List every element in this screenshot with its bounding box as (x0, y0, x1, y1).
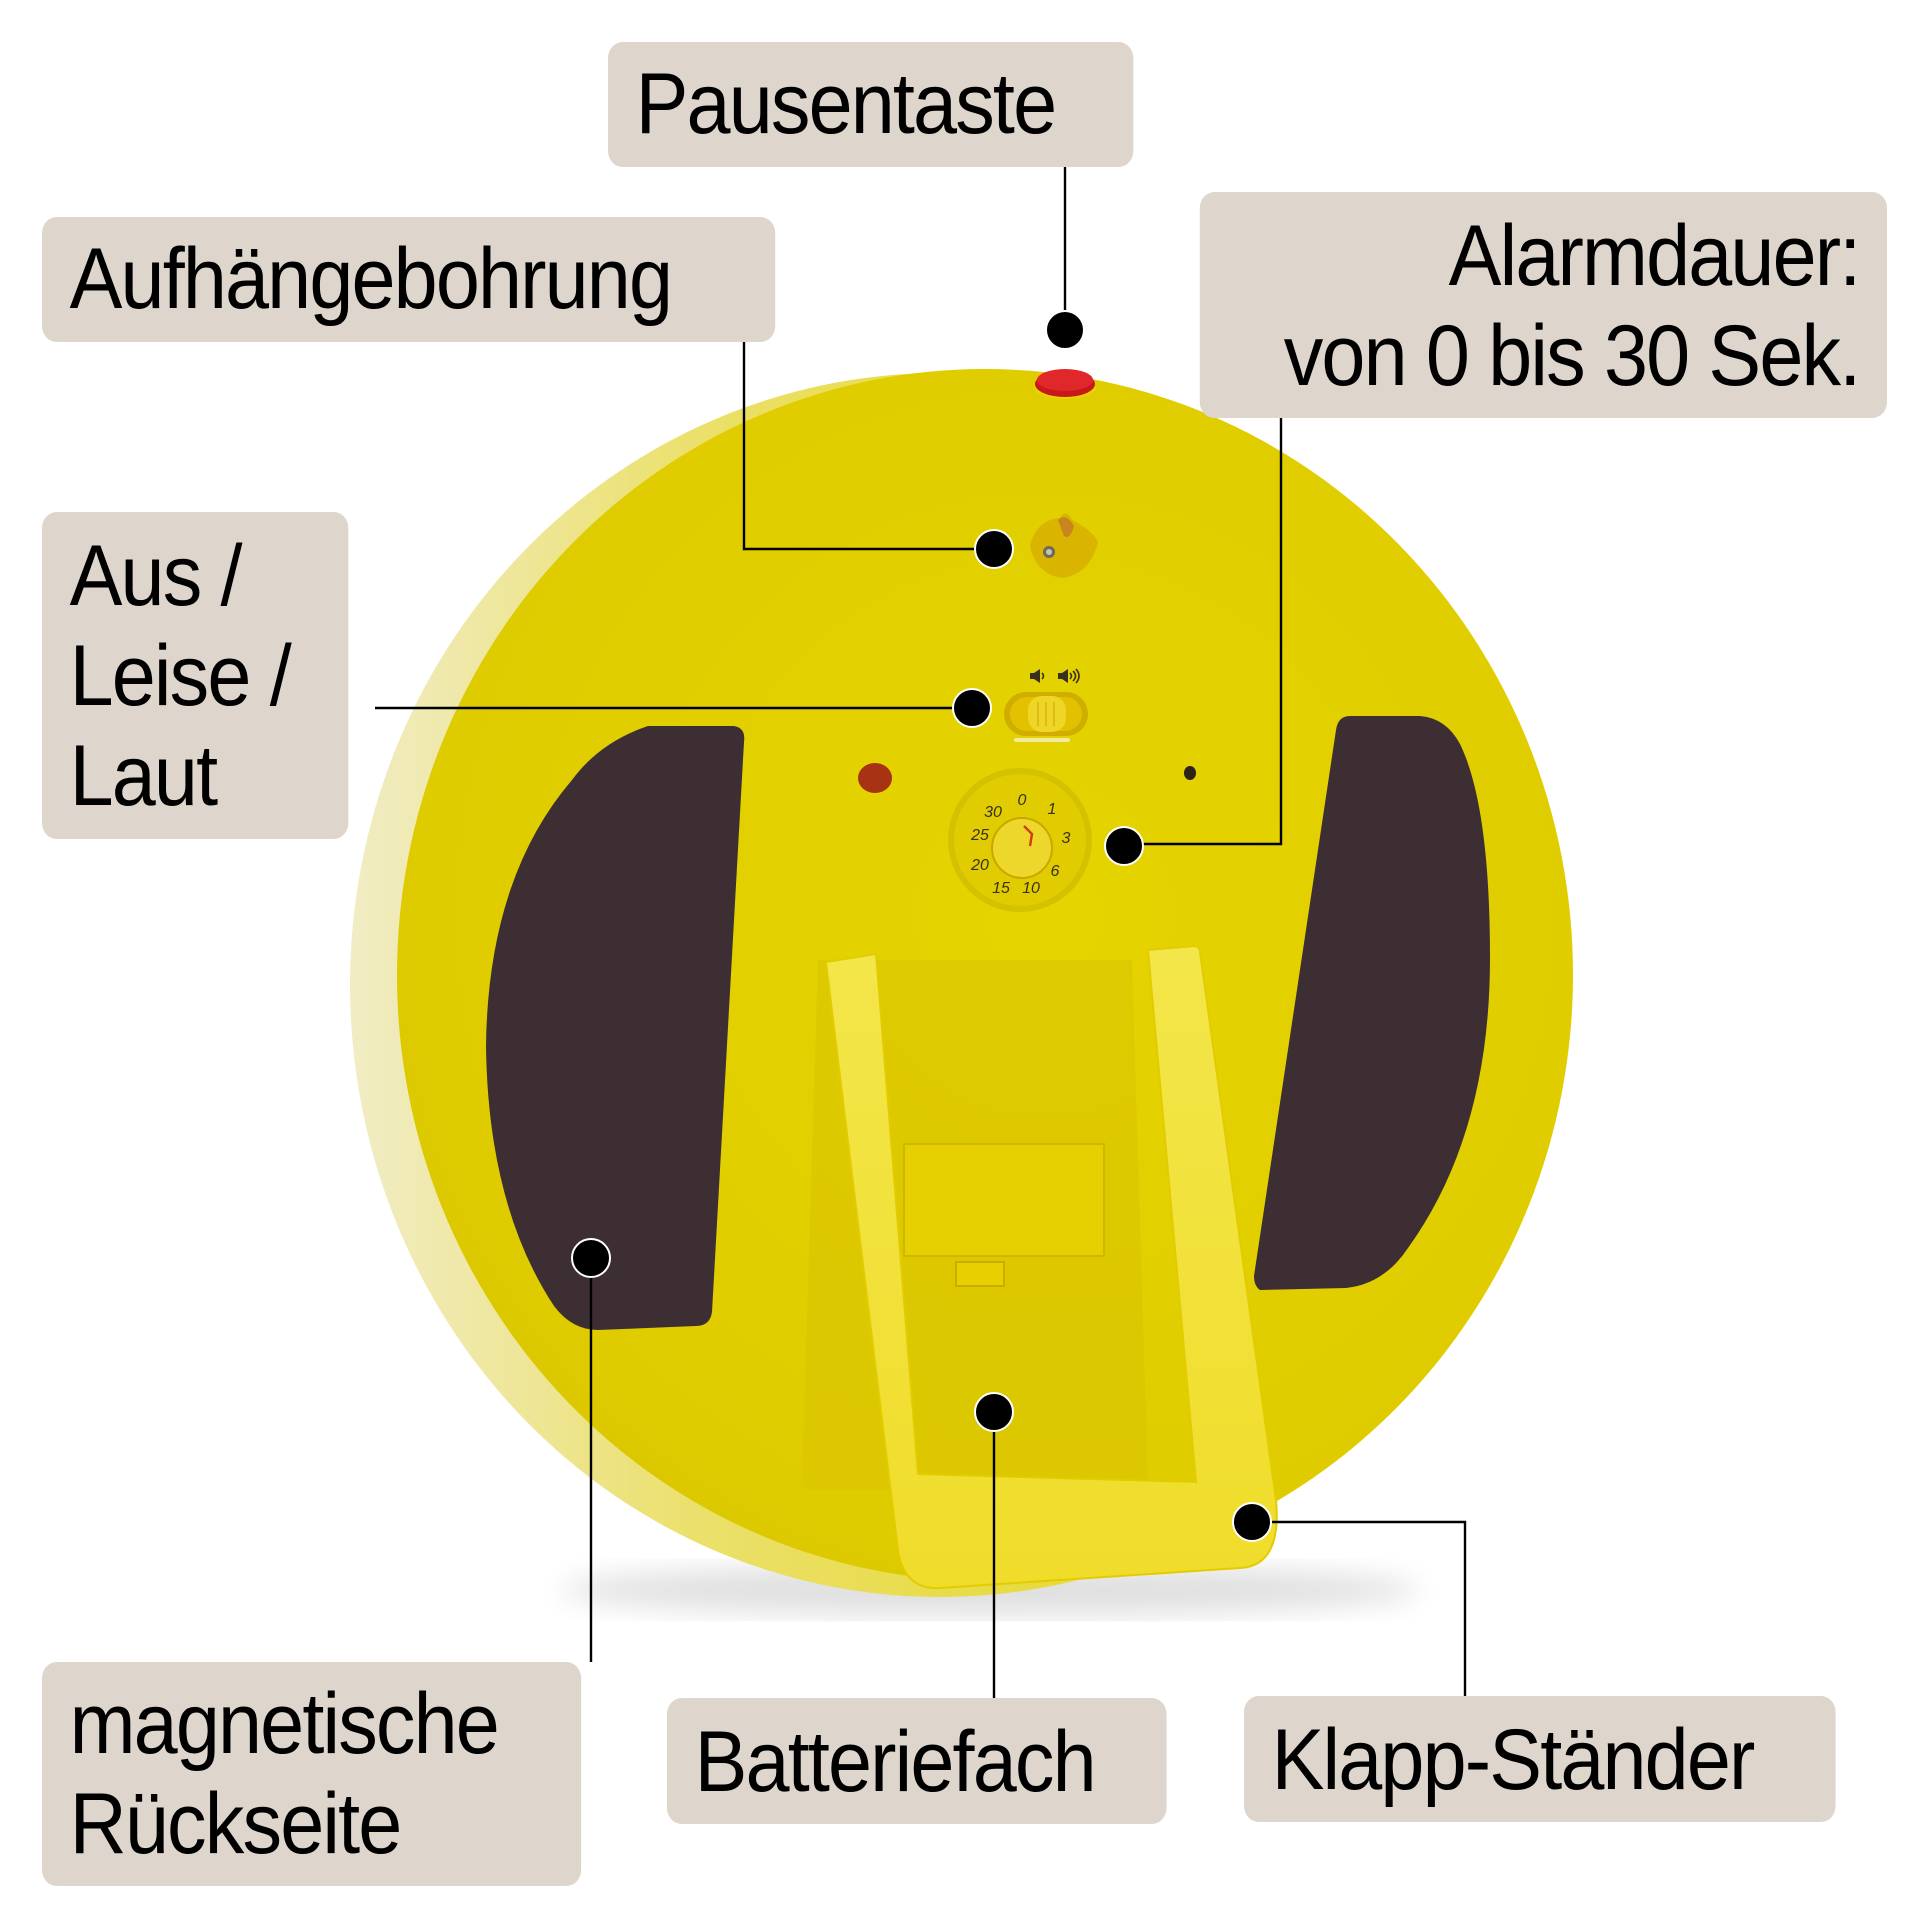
dial-tick-25: 25 (970, 827, 989, 844)
label-batteriefach: Batteriefach (667, 1698, 1167, 1824)
magnet-panel-right (1254, 716, 1490, 1290)
label-text: Aufhängebohrung (69, 231, 673, 327)
volume-switch (1004, 668, 1088, 742)
label-aus-leise-laut: Aus / Leise / Laut (42, 512, 349, 839)
dot-magnet (571, 1238, 611, 1278)
dot-battery (974, 1392, 1014, 1432)
label-text-line-1: magnetische (69, 1676, 500, 1772)
label-text: Pausentaste (635, 56, 1057, 152)
label-text-line-2: Leise / (69, 628, 292, 724)
label-text: Batteriefach (694, 1714, 1097, 1810)
hanging-hole (1030, 513, 1098, 578)
alarm-duration-dial: 0 1 3 6 10 15 20 25 30 (948, 768, 1092, 912)
leader-stand (1252, 1520, 1467, 1696)
label-text: Klapp-Ständer (1271, 1712, 1756, 1808)
label-text-line-2: Rückseite (69, 1776, 403, 1872)
dial-tick-15: 15 (992, 880, 1010, 897)
dot-pause (1045, 310, 1085, 350)
dot-volume (952, 688, 992, 728)
label-alarmdauer: Alarmdauer: von 0 bis 30 Sek. (1199, 192, 1887, 418)
dial-tick-30: 30 (984, 804, 1002, 821)
label-text-line-2: von 0 bis 30 Sek. (1283, 308, 1862, 404)
dot-duration (1104, 826, 1144, 866)
callout-dots (571, 310, 1272, 1542)
dial-tick-10: 10 (1022, 880, 1040, 897)
speaker-low-icon (1030, 669, 1045, 683)
label-klapp-staender: Klapp-Ständer (1244, 1696, 1836, 1822)
folding-stand (824, 944, 1278, 1590)
label-text-line-3: Laut (69, 728, 218, 824)
battery-compartment (903, 1143, 1105, 1287)
label-aufhaengebohrung: Aufhängebohrung (42, 217, 776, 342)
dot-stand (1232, 1502, 1272, 1542)
small-hole (1184, 766, 1196, 780)
leader-lines (375, 167, 1467, 1698)
label-magnetische-rueckseite: magnetische Rückseite (42, 1662, 582, 1886)
dot-hang (974, 529, 1014, 569)
dial-tick-0: 0 (1018, 792, 1027, 809)
leader-hang (742, 342, 994, 551)
label-text-line-1: Aus / (69, 528, 243, 624)
leader-duration (1124, 418, 1283, 846)
dial-tick-3: 3 (1062, 830, 1071, 847)
magnet-panel-left (486, 726, 745, 1330)
speaker-high-icon (1058, 668, 1080, 684)
dial-tick-6: 6 (1051, 863, 1060, 880)
label-text-line-1: Alarmdauer: (1448, 208, 1862, 304)
dial-tick-1: 1 (1048, 801, 1057, 818)
alarm-indicator-hole (858, 763, 892, 793)
label-pausentaste: Pausentaste (608, 42, 1134, 167)
pause-button (1034, 369, 1096, 399)
dial-tick-20: 20 (970, 857, 989, 874)
